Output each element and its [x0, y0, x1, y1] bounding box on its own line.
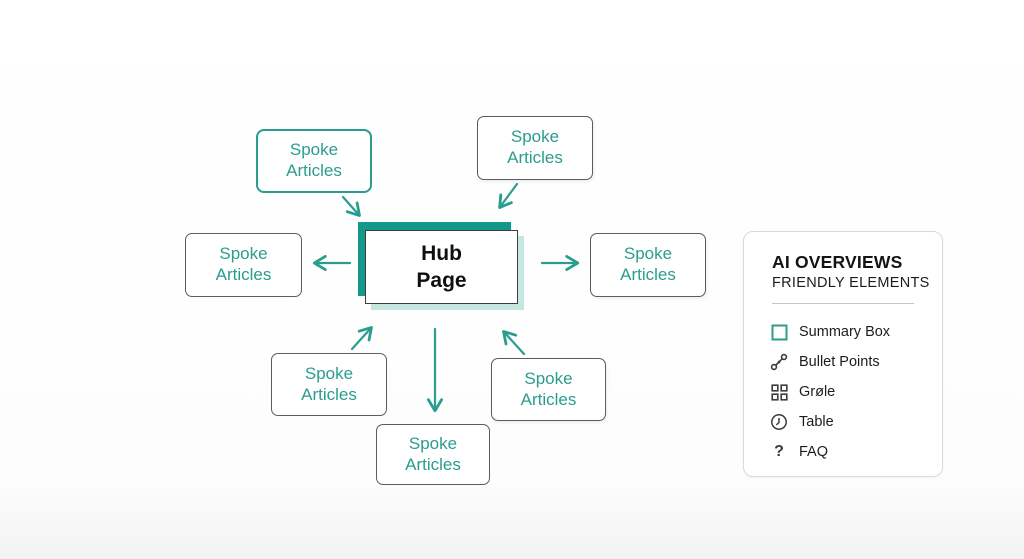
panel-item-label: FAQ	[799, 444, 829, 460]
arrow-top-left-to-hub	[341, 195, 361, 217]
grid-icon	[770, 383, 788, 401]
summary-box-icon	[770, 323, 788, 341]
panel-item-grole: Grøle	[770, 377, 932, 407]
hub-page-label: Hub Page	[416, 241, 467, 292]
panel-title: AI OVERVIEWS	[772, 252, 903, 272]
spoke-articles-box-left: Spoke Articles	[185, 233, 302, 297]
spoke-articles-label: Spoke Articles	[286, 140, 342, 180]
panel-divider	[772, 303, 914, 304]
arrow-bottom-right-to-hub	[502, 330, 526, 356]
spoke-articles-label: Spoke Articles	[405, 433, 461, 474]
panel-item-label: Summary Box	[799, 324, 891, 340]
spoke-articles-label: Spoke Articles	[520, 368, 577, 409]
table-icon	[770, 413, 788, 431]
spoke-articles-label: Spoke Articles	[215, 244, 272, 284]
spoke-articles-label: Spoke Articles	[507, 127, 563, 167]
panel-item-bullet-points: Bullet Points	[770, 347, 932, 377]
arrow-top-center-to-hub	[498, 182, 519, 209]
panel-subtitle: FRIENDLY ELEMENTS	[772, 275, 930, 291]
spoke-articles-box-right: Spoke Articles	[590, 233, 706, 297]
spoke-articles-label: Spoke Articles	[301, 363, 357, 404]
panel-item-list: Summary Box Bullet Points	[770, 317, 932, 467]
spoke-articles-box-top-left: Spoke Articles	[256, 129, 372, 193]
hub-page-box: Hub Page	[358, 222, 526, 314]
arrow-bottom-left-to-hub	[350, 326, 373, 351]
question-mark-icon: ?	[774, 443, 784, 460]
spoke-articles-label: Spoke Articles	[620, 244, 676, 284]
panel-item-summary-box: Summary Box	[770, 317, 932, 347]
panel-item-label: Grøle	[799, 384, 836, 400]
ai-overviews-panel: AI OVERVIEWS FRIENDLY ELEMENTS Summary B…	[743, 231, 943, 477]
hub-front-box: Hub Page	[365, 230, 518, 304]
panel-item-table: Table	[770, 407, 932, 437]
bullet-points-icon	[770, 353, 788, 371]
panel-item-label: Table	[799, 414, 834, 430]
spoke-articles-box-bottom-left: Spoke Articles	[271, 353, 387, 416]
spoke-articles-box-bottom-right: Spoke Articles	[491, 358, 606, 421]
spoke-articles-box-bottom-center: Spoke Articles	[376, 424, 490, 485]
spoke-articles-box-top-center: Spoke Articles	[477, 116, 593, 180]
panel-item-label: Bullet Points	[799, 354, 880, 370]
panel-item-faq: ? FAQ	[770, 437, 932, 467]
